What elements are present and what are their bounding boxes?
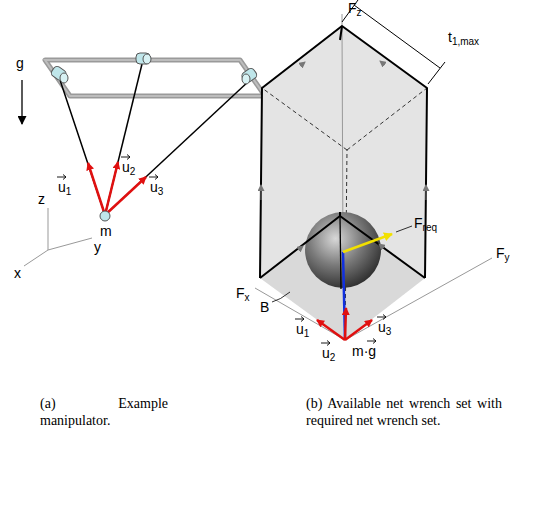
vector-arrow <box>57 174 68 180</box>
wrench-set <box>255 0 492 340</box>
caption: (b) Available net wrench set with requir… <box>306 396 502 430</box>
vector-arrow <box>149 174 160 180</box>
vector-arrow <box>367 338 378 344</box>
axis-label: Fz <box>348 1 362 16</box>
vector-arrow <box>321 340 332 346</box>
force-label: m·g <box>352 344 376 359</box>
axis-label: Fx <box>236 286 250 301</box>
manipulator <box>22 53 265 266</box>
dimension-label: t1,max <box>448 30 479 45</box>
axis-label: x <box>14 266 21 281</box>
axis-label: Fy <box>496 246 510 261</box>
unit-vector-label: u3 <box>150 180 163 195</box>
unit-vector-label: u2 <box>322 346 335 361</box>
vector-arrow <box>295 316 306 322</box>
unit-vector-label: u3 <box>378 320 391 335</box>
vector-arrow <box>377 314 388 320</box>
unit-vector-label: u1 <box>58 180 71 195</box>
axis-label: y <box>94 240 101 255</box>
caption: (a) Example manipulator. <box>40 396 168 430</box>
mass-label: m <box>100 224 112 239</box>
vector-arrow <box>121 154 132 160</box>
unit-vector-label: u1 <box>296 322 309 337</box>
gravity-label: g <box>16 56 24 71</box>
axis-label: z <box>38 192 45 207</box>
force-label: Freq <box>414 216 437 231</box>
set-label: B <box>260 300 269 315</box>
unit-vector-label: u2 <box>122 160 135 175</box>
